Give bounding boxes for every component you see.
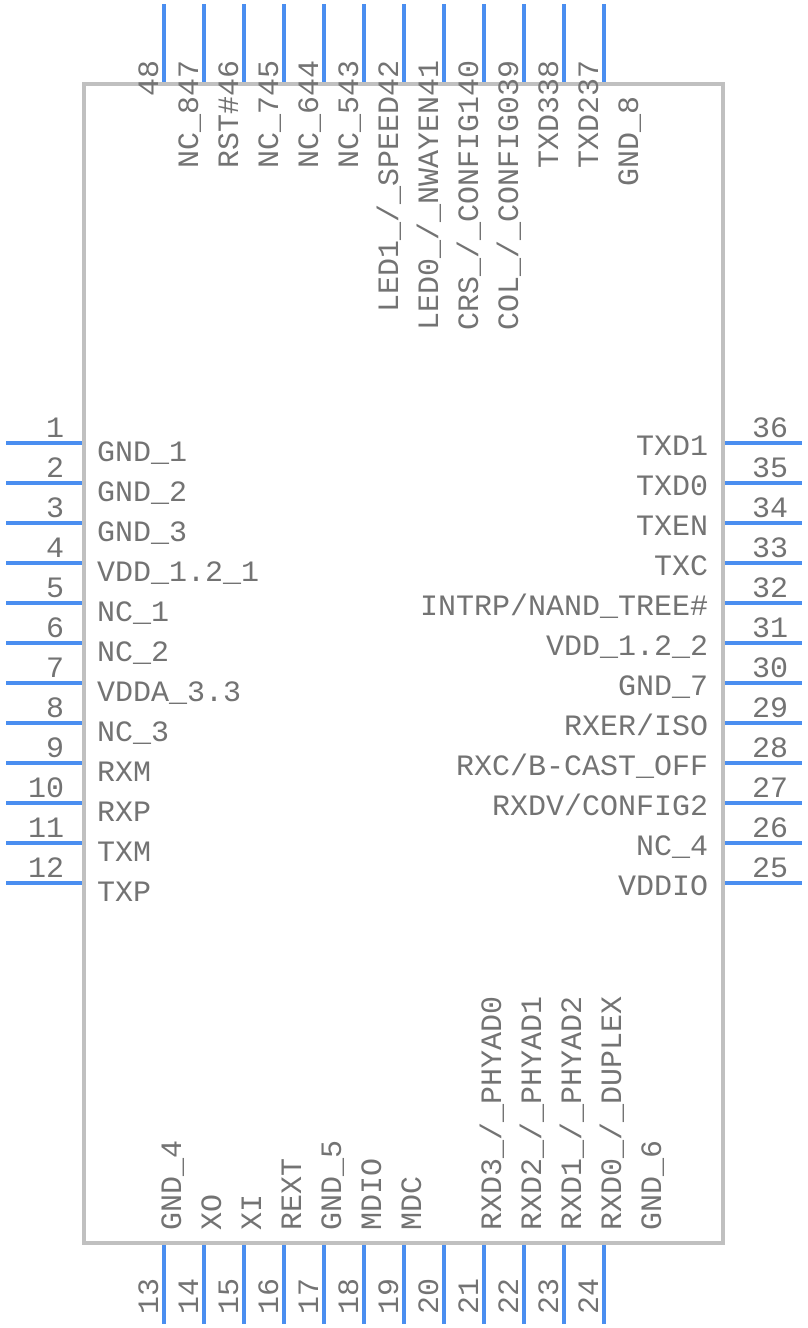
pin-number-6: 6 [46, 613, 64, 647]
pin-name-33: TXC [654, 551, 708, 585]
pin-name-gnd6: GND_6 [637, 1140, 671, 1230]
pin-number-30: 30 [752, 653, 788, 687]
pin-name-12: TXP [97, 877, 151, 911]
pin-number-7: 7 [46, 653, 64, 687]
pin-number-38: 38 [534, 60, 568, 96]
pin-name-18: MDIO [357, 1158, 391, 1230]
pins-layer: 1GND_12GND_23GND_34VDD_1.2_15NC_16NC_27V… [6, 4, 802, 1324]
pin-name-44: NC_6 [294, 96, 328, 168]
pin-name-14: XO [197, 1194, 231, 1230]
pin-number-14: 14 [174, 1278, 208, 1314]
pin-name-5: NC_1 [97, 597, 169, 631]
pin-number-9: 9 [46, 733, 64, 767]
pin-name-4: VDD_1.2_1 [97, 557, 259, 591]
pin-number-48: 48 [134, 60, 168, 96]
pin-name-23: RXD1_/_PHYAD2 [557, 996, 591, 1230]
pin-name-40: CRS_/_CONFIG1 [454, 96, 488, 330]
pin-name-22: RXD2_/_PHYAD1 [517, 996, 551, 1230]
pin-number-18: 18 [334, 1278, 368, 1314]
pin-name-9: RXM [97, 757, 151, 791]
pin-number-31: 31 [752, 613, 788, 647]
pin-name-25: VDDIO [618, 871, 708, 905]
pin-number-1: 1 [46, 413, 64, 447]
pin-name-34: TXEN [636, 511, 708, 545]
pin-number-28: 28 [752, 733, 788, 767]
pin-name-10: RXP [97, 797, 151, 831]
pin-name-36: TXD1 [636, 431, 708, 465]
pin-name-8: NC_3 [97, 717, 169, 751]
pin-number-3: 3 [46, 493, 64, 527]
pin-number-39: 39 [494, 60, 528, 96]
pin-name-11: TXM [97, 837, 151, 871]
pin-number-36: 36 [752, 413, 788, 447]
pin-name-13: GND_4 [157, 1140, 191, 1230]
pin-name-35: TXD0 [636, 471, 708, 505]
pin-name-41: LED0_/_NWAYEN [414, 96, 448, 330]
pin-number-2: 2 [46, 453, 64, 487]
pin-name-30: GND_7 [618, 671, 708, 705]
pin-number-43: 43 [334, 60, 368, 96]
pin-number-33: 33 [752, 533, 788, 567]
pin-name-31: VDD_1.2_2 [546, 631, 708, 665]
pin-number-27: 27 [752, 773, 788, 807]
pin-name-17: GND_5 [317, 1140, 351, 1230]
pin-name-39: COL_/_CONFIG0 [494, 96, 528, 330]
pin-number-23: 23 [534, 1278, 568, 1314]
pin-name-15: XI [237, 1194, 271, 1230]
pin-number-16: 16 [254, 1278, 288, 1314]
pin-number-8: 8 [46, 693, 64, 727]
pin-name-3: GND_3 [97, 517, 187, 551]
pin-number-10: 10 [28, 773, 64, 807]
pin-name-43: NC_5 [334, 96, 368, 168]
pin-number-34: 34 [752, 493, 788, 527]
pin-name-gnd8: GND_8 [614, 96, 648, 186]
pin-number-46: 46 [214, 60, 248, 96]
pin-number-19: 19 [374, 1278, 408, 1314]
pin-number-21: 21 [454, 1278, 488, 1314]
pin-number-13: 13 [134, 1278, 168, 1314]
pin-number-35: 35 [752, 453, 788, 487]
pin-name-2: GND_2 [97, 477, 187, 511]
pin-number-47: 47 [174, 60, 208, 96]
pin-number-25: 25 [752, 853, 788, 887]
pin-name-21: RXD3_/_PHYAD0 [477, 996, 511, 1230]
ic-body-outline [82, 82, 725, 1245]
pin-number-40: 40 [454, 60, 488, 96]
pin-name-7: VDDA_3.3 [97, 677, 241, 711]
pin-name-46: RST# [214, 96, 248, 168]
pin-name-27: RXDV/CONFIG2 [492, 791, 708, 825]
pin-number-32: 32 [752, 573, 788, 607]
pin-number-44: 44 [294, 60, 328, 96]
pin-name-24: RXD0_/_DUPLEX [597, 996, 631, 1230]
pin-name-37: TXD2 [574, 96, 608, 168]
pin-number-15: 15 [214, 1278, 248, 1314]
pin-number-11: 11 [28, 813, 64, 847]
pin-number-41: 41 [414, 60, 448, 96]
pin-number-22: 22 [494, 1278, 528, 1314]
pin-name-47: NC_8 [174, 96, 208, 168]
pin-name-32: INTRP/NAND_TREE# [420, 591, 708, 625]
pin-number-17: 17 [294, 1278, 328, 1314]
pin-number-42: 42 [374, 60, 408, 96]
pin-number-5: 5 [46, 573, 64, 607]
pin-number-4: 4 [46, 533, 64, 567]
pin-number-26: 26 [752, 813, 788, 847]
pin-name-28: RXC/B-CAST_OFF [456, 751, 708, 785]
pin-name-1: GND_1 [97, 437, 187, 471]
pin-name-45: NC_7 [254, 96, 288, 168]
pin-number-24: 24 [574, 1278, 608, 1314]
pin-number-29: 29 [752, 693, 788, 727]
pin-number-20: 20 [414, 1278, 448, 1314]
pin-number-12: 12 [28, 853, 64, 887]
pin-name-29: RXER/ISO [564, 711, 708, 745]
pin-name-16: REXT [277, 1158, 311, 1230]
pin-name-6: NC_2 [97, 637, 169, 671]
pin-number-45: 45 [254, 60, 288, 96]
pin-name-42: LED1_/_SPEED [374, 96, 408, 312]
pin-name-19: MDC [397, 1176, 431, 1230]
pin-name-26: NC_4 [636, 831, 708, 865]
pin-name-38: TXD3 [534, 96, 568, 168]
pin-number-37: 37 [574, 60, 608, 96]
